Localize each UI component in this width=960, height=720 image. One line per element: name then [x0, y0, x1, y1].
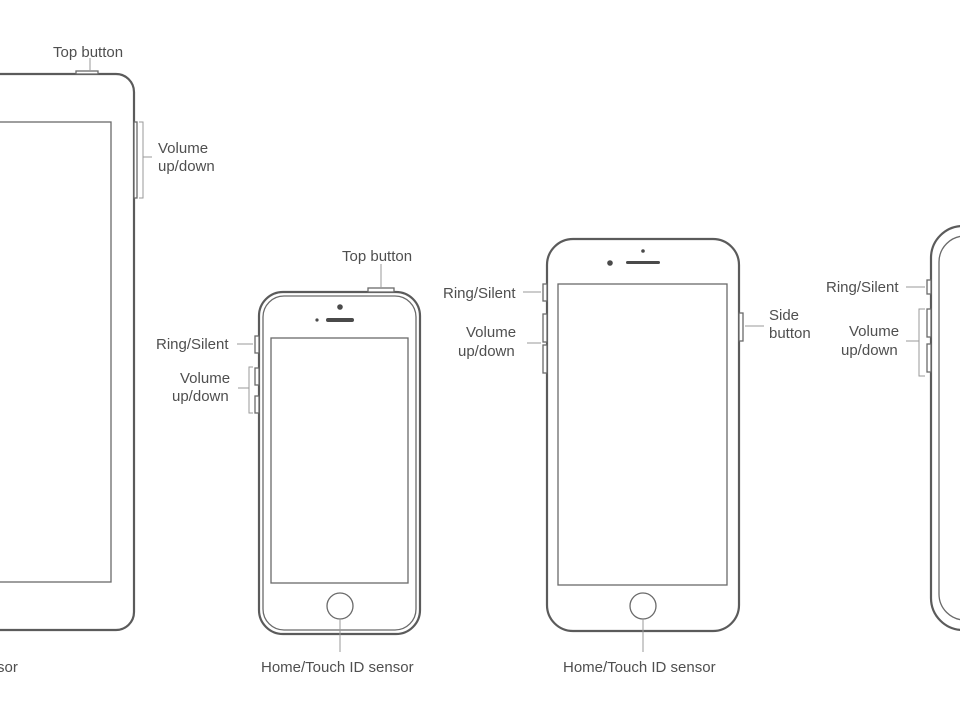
iphone-8-volume-up [542, 313, 548, 343]
iphone-se-inner-frame [262, 295, 417, 631]
ipad-volume-label-line2: up/down [158, 158, 215, 175]
iphone-se-ring-silent-switch [254, 335, 260, 354]
iphone-se-volume-label-line2: up/down [172, 388, 229, 405]
iphone-8-speaker [626, 261, 660, 264]
ipad-volume-button [133, 121, 138, 199]
ipad-screen [0, 121, 112, 583]
ipad-device: Top button Volume up/down sor [0, 44, 215, 676]
iphone-x-screen-edge [938, 235, 960, 621]
iphone-8-volume-down [542, 344, 548, 374]
iphone-se-home-sensor-label: Home/Touch ID sensor [261, 659, 414, 676]
iphone-se-volume-up [254, 367, 260, 386]
iphone-8-volume-label-line2: up/down [458, 343, 515, 360]
iphone-8-home-button [629, 592, 657, 620]
iphone-8-ring-silent-switch [542, 283, 548, 302]
iphone-x-body [929, 225, 960, 631]
ipad-top-button-label: Top button [53, 44, 123, 61]
iphone-se-camera [337, 304, 343, 310]
ipad-volume-label-line1: Volume [158, 140, 208, 157]
iphone-8-camera [641, 249, 645, 253]
iphone-x-ring-silent-switch [926, 279, 932, 295]
iphone-se-speaker [326, 318, 354, 322]
iphone-x-volume-label-line2: up/down [841, 342, 898, 359]
iphone-x-ring-silent-label: Ring/Silent [826, 279, 899, 296]
iphone-8-side-label-line1: Side [769, 307, 799, 324]
iphone-se-device: Home/Touch ID sensor Top button Ring/Sil… [156, 248, 422, 676]
iphone-se-volume-down [254, 395, 260, 414]
iphone-8-device: Home/Touch ID sensor Ring/Silent Volume … [443, 237, 811, 676]
iphone-8-home-sensor-label: Home/Touch ID sensor [563, 659, 716, 676]
iphone-x-device: Ring/Silent Volume up/down [826, 225, 960, 631]
iphone-se-home-button [326, 592, 354, 620]
iphone-8-volume-label-line1: Volume [466, 324, 516, 341]
ipad-top-button [75, 70, 99, 75]
iphone-se-sensor-dot [315, 318, 319, 322]
iphone-se-top-button-label: Top button [342, 248, 412, 265]
iphone-x-volume-up [926, 308, 932, 338]
ipad-home-sensor-label: sor [0, 659, 18, 676]
iphone-se-top-button [367, 287, 395, 293]
iphone-se-screen [270, 337, 409, 584]
iphone-8-sensor-dot [607, 260, 613, 266]
iphone-x-volume-label-line1: Volume [849, 323, 899, 340]
iphone-x-volume-down [926, 343, 932, 373]
iphone-8-side-label-line2: button [769, 325, 811, 342]
iphone-8-ring-silent-label: Ring/Silent [443, 285, 516, 302]
iphone-8-screen [557, 283, 728, 586]
iphone-8-side-button [738, 312, 744, 342]
iphone-se-ring-silent-label: Ring/Silent [156, 336, 229, 353]
ipad-body [0, 72, 136, 632]
iphone-8-body [545, 237, 741, 633]
iphone-se-volume-label-line1: Volume [180, 370, 230, 387]
